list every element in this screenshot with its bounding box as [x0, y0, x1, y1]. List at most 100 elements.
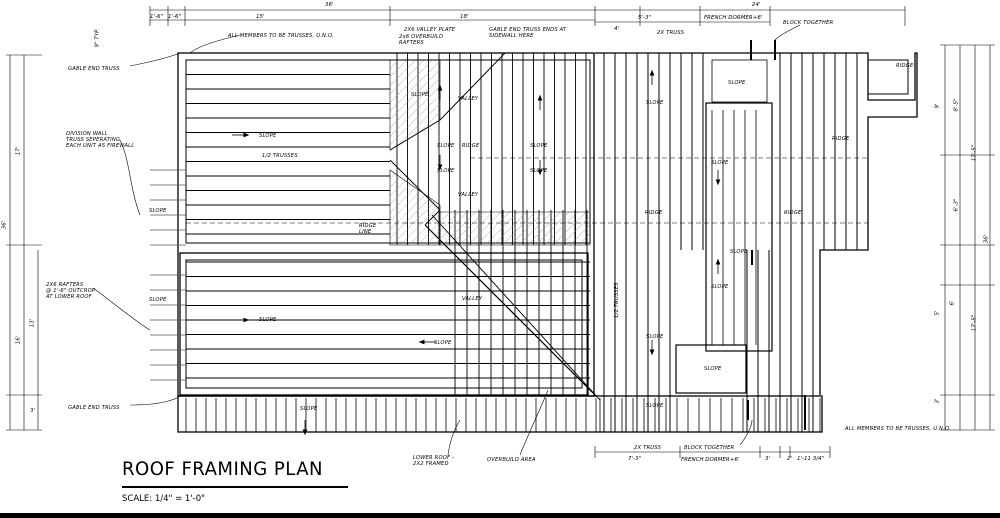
- dormer-cap-top: [711, 59, 768, 103]
- label-slope-2: SLOPE: [149, 208, 167, 214]
- label-slope-13: SLOPE: [646, 334, 664, 340]
- dim-right-g: 5': [934, 310, 941, 316]
- label-slope-6: SLOPE: [300, 406, 318, 412]
- slope-arrow-11-head: [537, 169, 543, 176]
- valley-diagonal-long: [424, 224, 596, 396]
- slope-arrow-7-head: [437, 84, 443, 91]
- label-ridge-3: RIDGE: [784, 210, 802, 216]
- dim-bottom-d: 2': [787, 456, 793, 462]
- lower-overhang-strip: [177, 395, 823, 433]
- overbuild-hatch-2: [389, 169, 441, 246]
- label-slope-11: SLOPE: [530, 168, 548, 174]
- dim-left-upper: 17': [15, 146, 22, 156]
- slope-arrow-16-head: [715, 258, 721, 265]
- dim-top-g: FRENCH DORMER+6': [704, 15, 763, 21]
- dim-right-a: 17'-5": [971, 144, 978, 162]
- slope-arrow-1-head: [243, 132, 250, 138]
- label-slope-8: SLOPE: [437, 143, 455, 149]
- slope-arrow-10-head: [537, 94, 543, 101]
- dim-bottom-a: 7'-3": [628, 456, 642, 462]
- dim-top-right-overall: 24': [752, 2, 761, 8]
- slope-arrow-13-head: [649, 349, 655, 356]
- leader-all-members: [189, 34, 241, 54]
- leader-block-bottom: [739, 419, 753, 446]
- dim-bottom-c: 3': [765, 456, 771, 462]
- note-ridge-line: RIDGE LINE: [359, 223, 377, 235]
- overbuild-hatch-3: [439, 211, 591, 246]
- dim-bottom-b: FRENCH DORMER+6': [681, 457, 740, 463]
- label-slope-12: SLOPE: [646, 100, 664, 106]
- label-slope-18: SLOPE: [730, 249, 748, 255]
- dim-right-c: 6'-3": [953, 198, 960, 212]
- leader-gable-bottom: [129, 395, 181, 406]
- dim-bottom-e: 1'-11 3/4": [797, 456, 825, 462]
- valley-line: [389, 119, 441, 151]
- dim-top-f: 4': [614, 26, 620, 32]
- dim-overall-top: 36': [325, 2, 334, 8]
- dim-left-overall: 36': [1, 220, 8, 230]
- label-valley-1: VALLEY: [458, 96, 479, 102]
- label-slope-9: SLOPE: [437, 168, 455, 174]
- label-ridge-5: RIDGE: [896, 63, 914, 69]
- dim-right-d: 9': [934, 103, 941, 109]
- label-slope-3: SLOPE: [149, 297, 167, 303]
- lower-roof-inner: [185, 259, 583, 389]
- label-valley-2: VALLEY: [458, 192, 479, 198]
- note-gable-end-sidewall: GABLE END TRUSS ENDS AT SIDEWALL HERE: [489, 27, 567, 39]
- label-slope-16: SLOPE: [711, 284, 729, 290]
- leader-block-top: [774, 24, 801, 41]
- label-slope-15: SLOPE: [711, 160, 729, 166]
- dim-right-overall: 36': [983, 234, 990, 244]
- dim-right-h: 3': [934, 398, 941, 404]
- note-all-members-bottom: ALL MEMBERS TO BE TRUSSES, U.N.O.: [845, 426, 951, 432]
- note-gable-end-truss-top: GABLE END TRUSS: [68, 66, 120, 72]
- label-slope-17: SLOPE: [728, 80, 746, 86]
- note-gable-end-truss-bottom: GABLE END TRUSS: [68, 405, 120, 411]
- slope-arrow-6-head: [302, 429, 308, 436]
- title-underline: [122, 486, 348, 488]
- lower-main-block: [179, 252, 589, 396]
- note-lower-roof: LOWER ROOF - 2X2 FRAMED: [413, 455, 455, 467]
- framing-lines: [6, 6, 995, 458]
- sheet-bottom-border: [0, 513, 1000, 518]
- dim-top-c: 15': [256, 14, 265, 20]
- dim-right-f: 6': [949, 300, 956, 306]
- dim-left-typ: 9" TYP.: [94, 28, 101, 48]
- slope-arrow-15-head: [715, 179, 721, 186]
- note-2x-truss-bottom: 2X TRUSS: [634, 445, 662, 451]
- label-slope-10: SLOPE: [530, 143, 548, 149]
- leader-rafters: [92, 287, 151, 331]
- note-block-together-top: BLOCK TOGETHER: [783, 20, 834, 26]
- dim-left-lower: 16': [15, 335, 22, 345]
- label-slope-1: SLOPE: [259, 133, 277, 139]
- note-valley-plate: 2X6 VALLEY PLATE: [404, 27, 456, 33]
- dim-top-b: 1'-6": [168, 14, 182, 20]
- label-slope-4: SLOPE: [259, 317, 277, 323]
- slope-arrows: [232, 69, 721, 436]
- note-block-together-bottom: BLOCK TOGETHER: [684, 445, 735, 451]
- dim-left-mid: 13': [29, 318, 36, 328]
- valley-tip: [424, 209, 441, 226]
- valley-line: [439, 52, 506, 121]
- label-ridge-1: RIDGE: [462, 143, 480, 149]
- slope-arrow-5-head: [418, 339, 425, 345]
- leader-overbuild: [519, 389, 549, 456]
- note-overbuild-rafters: 2x6 OVERBUILD RAFTERS: [399, 34, 444, 46]
- dim-right-e: 17'-5": [971, 314, 978, 332]
- valley-diagonal-long-2: [431, 214, 601, 401]
- valley-line: [389, 159, 441, 211]
- right-bump-out: [867, 59, 909, 95]
- label-slope-14: SLOPE: [646, 403, 664, 409]
- note-half-trusses-vertical: 1/2 TRUSSES: [614, 282, 620, 318]
- label-valley-3: VALLEY: [462, 296, 483, 302]
- overbuild-hatch-1: [389, 59, 441, 151]
- leader-gable-top: [129, 52, 181, 67]
- drawing-title: ROOF FRAMING PLAN: [122, 458, 324, 480]
- slope-arrow-12-head: [649, 69, 655, 76]
- leader-lower-roof: [447, 419, 461, 456]
- dim-right-b: 8'-5": [953, 98, 960, 112]
- leader-division: [119, 139, 141, 216]
- label-slope-5: SLOPE: [434, 340, 452, 346]
